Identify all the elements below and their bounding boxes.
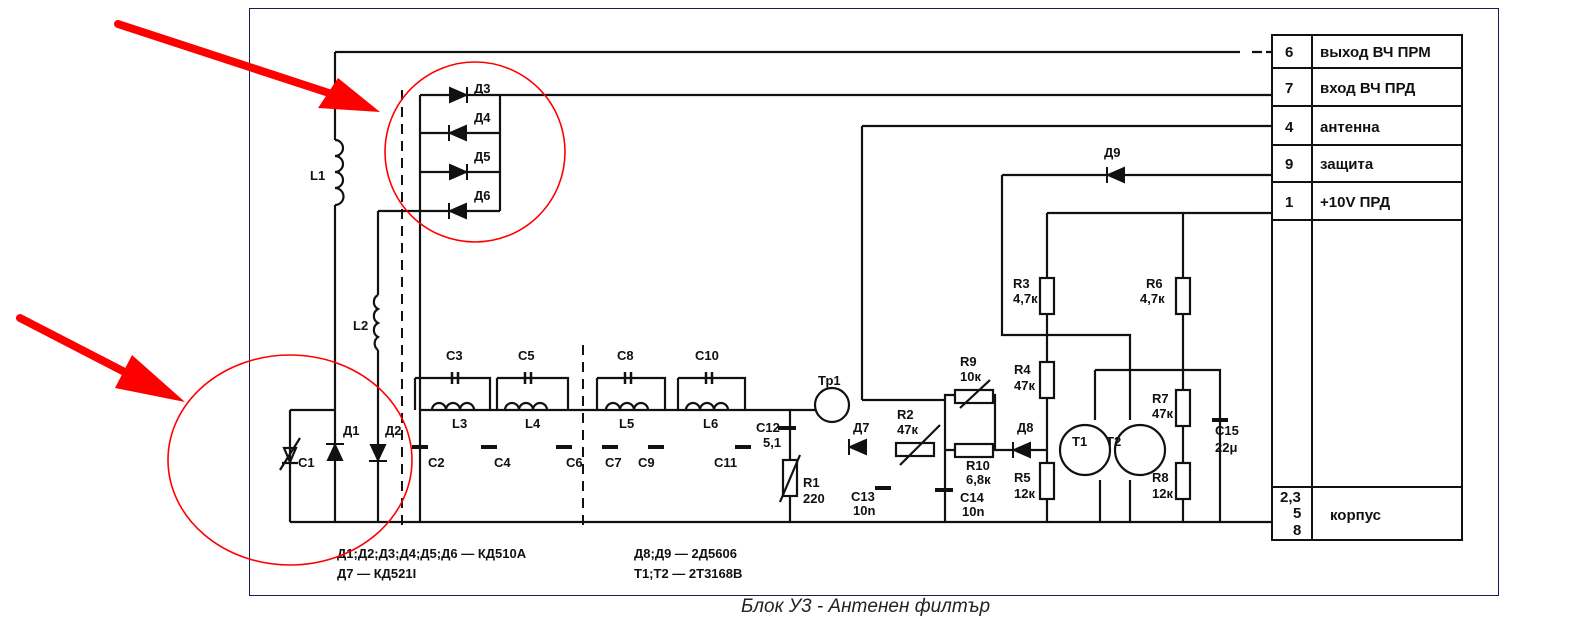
value-r4: 47к bbox=[1014, 378, 1035, 393]
label-c8: C8 bbox=[617, 348, 634, 363]
highlight-circle bbox=[167, 354, 413, 566]
label-c12: C12 bbox=[756, 420, 780, 435]
note-left-2: Д7 — КД521I bbox=[337, 566, 416, 581]
label-r10: R10 bbox=[966, 458, 990, 473]
pin-name: антенна bbox=[1320, 119, 1380, 136]
diode-icons bbox=[326, 86, 1125, 463]
label-l5: L5 bbox=[619, 416, 634, 431]
value-r7: 47к bbox=[1152, 406, 1173, 421]
note-right-1: Д8;Д9 — 2Д5606 bbox=[634, 546, 737, 561]
note-right-2: T1;T2 — 2Т3168В bbox=[634, 566, 742, 581]
label-c5: C5 bbox=[518, 348, 535, 363]
terminal-table bbox=[1271, 34, 1463, 541]
pin-number: 2,3 bbox=[1280, 489, 1301, 506]
pin-number: 1 bbox=[1285, 194, 1293, 211]
pin-name: вход ВЧ ПРД bbox=[1320, 80, 1416, 97]
value-c12: 5,1 bbox=[763, 435, 781, 450]
resistor-icons bbox=[778, 276, 1192, 503]
label-d5: Д5 bbox=[474, 149, 491, 164]
label-d6: Д6 bbox=[474, 188, 491, 203]
active-components bbox=[279, 386, 1167, 477]
label-d1: Д1 bbox=[343, 423, 360, 438]
label-c6: C6 bbox=[566, 455, 583, 470]
label-t1: T1 bbox=[1072, 434, 1087, 449]
label-d3: Д3 bbox=[474, 81, 491, 96]
pin-number: 6 bbox=[1285, 44, 1293, 61]
component-labels: L1 L2 C1 Д1 Д2 C2 Д3 Д4 Д5 Д6 C3 C5 L3 L… bbox=[298, 81, 1239, 519]
value-r10: 6,8к bbox=[966, 472, 991, 487]
note-left-1: Д1;Д2;Д3;Д4;Д5;Д6 — КД510А bbox=[337, 546, 527, 561]
label-r1: R1 bbox=[803, 475, 820, 490]
label-c9: C9 bbox=[638, 455, 655, 470]
pin-number: 5 bbox=[1293, 505, 1301, 522]
label-r2: R2 bbox=[897, 407, 914, 422]
label-d2: Д2 bbox=[385, 423, 402, 438]
value-c14: 10n bbox=[962, 504, 984, 519]
label-r5: R5 bbox=[1014, 470, 1031, 485]
value-r1: 220 bbox=[803, 491, 825, 506]
label-d4: Д4 bbox=[474, 110, 491, 125]
value-r8: 12к bbox=[1152, 486, 1173, 501]
label-c15: C15 bbox=[1215, 423, 1239, 438]
label-c14: C14 bbox=[960, 490, 985, 505]
label-c11: C11 bbox=[714, 455, 737, 470]
label-c2: C2 bbox=[428, 455, 445, 470]
value-r5: 12к bbox=[1014, 486, 1035, 501]
label-r7: R7 bbox=[1152, 391, 1169, 406]
label-l1: L1 bbox=[310, 168, 325, 183]
label-r8: R8 bbox=[1152, 470, 1169, 485]
value-r2: 47к bbox=[897, 422, 918, 437]
pin-name: +10V ПРД bbox=[1320, 194, 1390, 211]
red-annotations bbox=[16, 20, 566, 566]
wires bbox=[288, 50, 1272, 524]
inductor-icon bbox=[372, 294, 381, 351]
pin-name: защита bbox=[1320, 156, 1374, 173]
label-c4: C4 bbox=[494, 455, 511, 470]
arrow-icon bbox=[114, 20, 380, 112]
label-tp1: Тр1 bbox=[818, 373, 841, 388]
value-c13: 10n bbox=[853, 503, 875, 518]
label-l2: L2 bbox=[353, 318, 368, 333]
label-c10: C10 bbox=[695, 348, 719, 363]
label-l6: L6 bbox=[703, 416, 718, 431]
value-r9: 10к bbox=[960, 369, 981, 384]
pin-number: 8 bbox=[1293, 522, 1301, 539]
arrow-icon bbox=[16, 314, 185, 402]
figure-caption: Блок У3 - Антенен филтър bbox=[740, 596, 991, 617]
label-r6: R6 bbox=[1146, 276, 1163, 291]
label-d9: Д9 bbox=[1104, 145, 1121, 160]
capacitor-icons bbox=[412, 372, 1228, 492]
value-r3: 4,7к bbox=[1013, 291, 1038, 306]
label-r9: R9 bbox=[960, 354, 977, 369]
pin-name: выход ВЧ ПРМ bbox=[1320, 44, 1431, 61]
label-c7: C7 bbox=[605, 455, 622, 470]
label-l4: L4 bbox=[525, 416, 541, 431]
terminal-pins: 6 выход ВЧ ПРМ 7 вход ВЧ ПРД 4 антенна 9… bbox=[1280, 44, 1431, 539]
label-d7: Д7 bbox=[853, 420, 870, 435]
label-t2: T2 bbox=[1106, 434, 1121, 449]
label-r4: R4 bbox=[1014, 362, 1031, 377]
value-r6: 4,7к bbox=[1140, 291, 1165, 306]
inductor-icon bbox=[334, 138, 345, 207]
pin-number: 7 bbox=[1285, 80, 1293, 97]
pin-number: 4 bbox=[1285, 119, 1294, 136]
pin-number: 9 bbox=[1285, 156, 1293, 173]
label-c3: C3 bbox=[446, 348, 463, 363]
filter-coils bbox=[430, 401, 730, 411]
label-c13: C13 bbox=[851, 489, 875, 504]
pin-name: корпус bbox=[1330, 507, 1381, 524]
label-d8: Д8 bbox=[1017, 420, 1034, 435]
value-c15: 22μ bbox=[1215, 440, 1237, 455]
label-r3: R3 bbox=[1013, 276, 1030, 291]
highlight-circle bbox=[384, 61, 566, 243]
label-l3: L3 bbox=[452, 416, 467, 431]
parts-notes: Д1;Д2;Д3;Д4;Д5;Д6 — КД510А Д7 — КД521I Д… bbox=[337, 546, 742, 581]
label-c1: C1 bbox=[298, 455, 315, 470]
